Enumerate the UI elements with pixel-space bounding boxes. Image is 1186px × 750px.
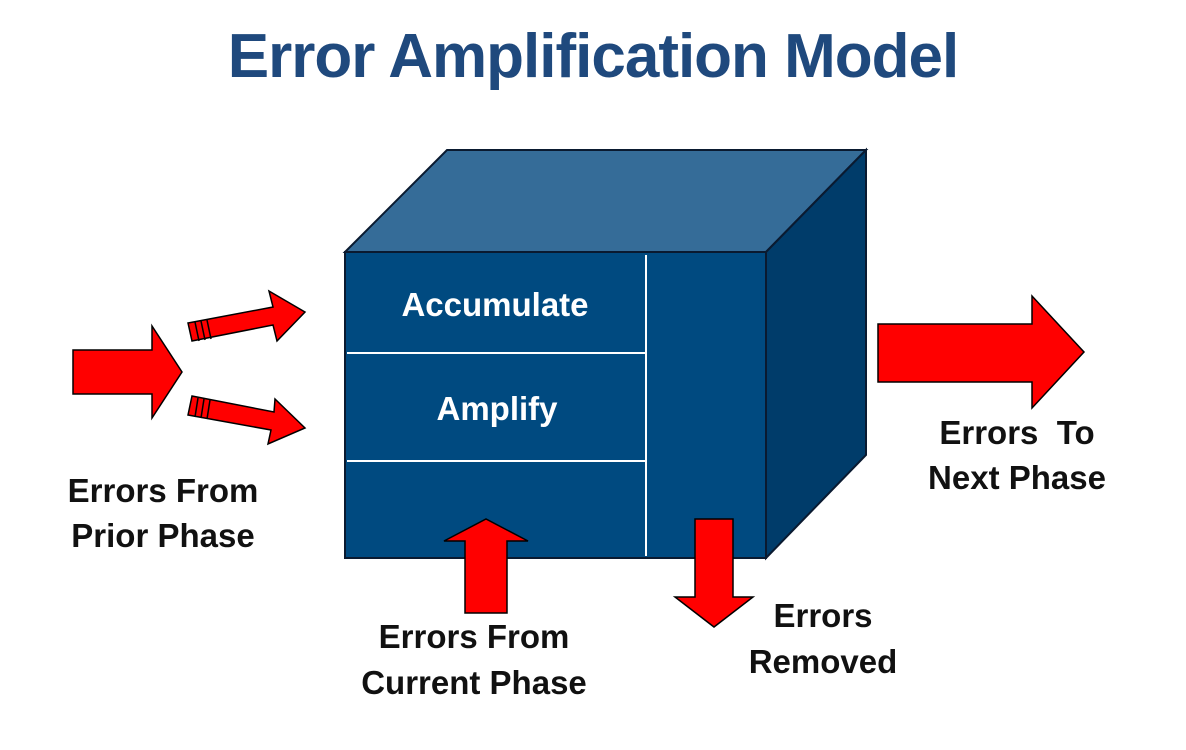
prior-phase-label-line2: Prior Phase [71, 517, 254, 554]
prior-phase-label-line1: Errors From [68, 472, 259, 509]
accumulate-label: Accumulate [401, 286, 588, 323]
accumulate-input-arrow [187, 289, 307, 343]
errors-removed-arrow [672, 518, 756, 628]
next-phase-output-arrow [877, 294, 1086, 410]
current-phase-input-arrow [443, 518, 529, 614]
prior-phase-input-arrow [72, 323, 183, 421]
current-phase-label-line2: Current Phase [361, 664, 587, 701]
amplify-label: Amplify [436, 390, 558, 427]
diagram-title: Error Amplification Model [227, 22, 960, 91]
amplify-input-arrow [187, 395, 307, 446]
box-front-face [344, 251, 767, 559]
current-phase-label-line1: Errors From [379, 618, 570, 655]
removed-label-line1: Errors [773, 597, 872, 634]
next-phase-label-line1: Errors To [939, 414, 1094, 451]
next-phase-label-line2: Next Phase [928, 459, 1106, 496]
removed-label-line2: Removed [749, 643, 898, 680]
